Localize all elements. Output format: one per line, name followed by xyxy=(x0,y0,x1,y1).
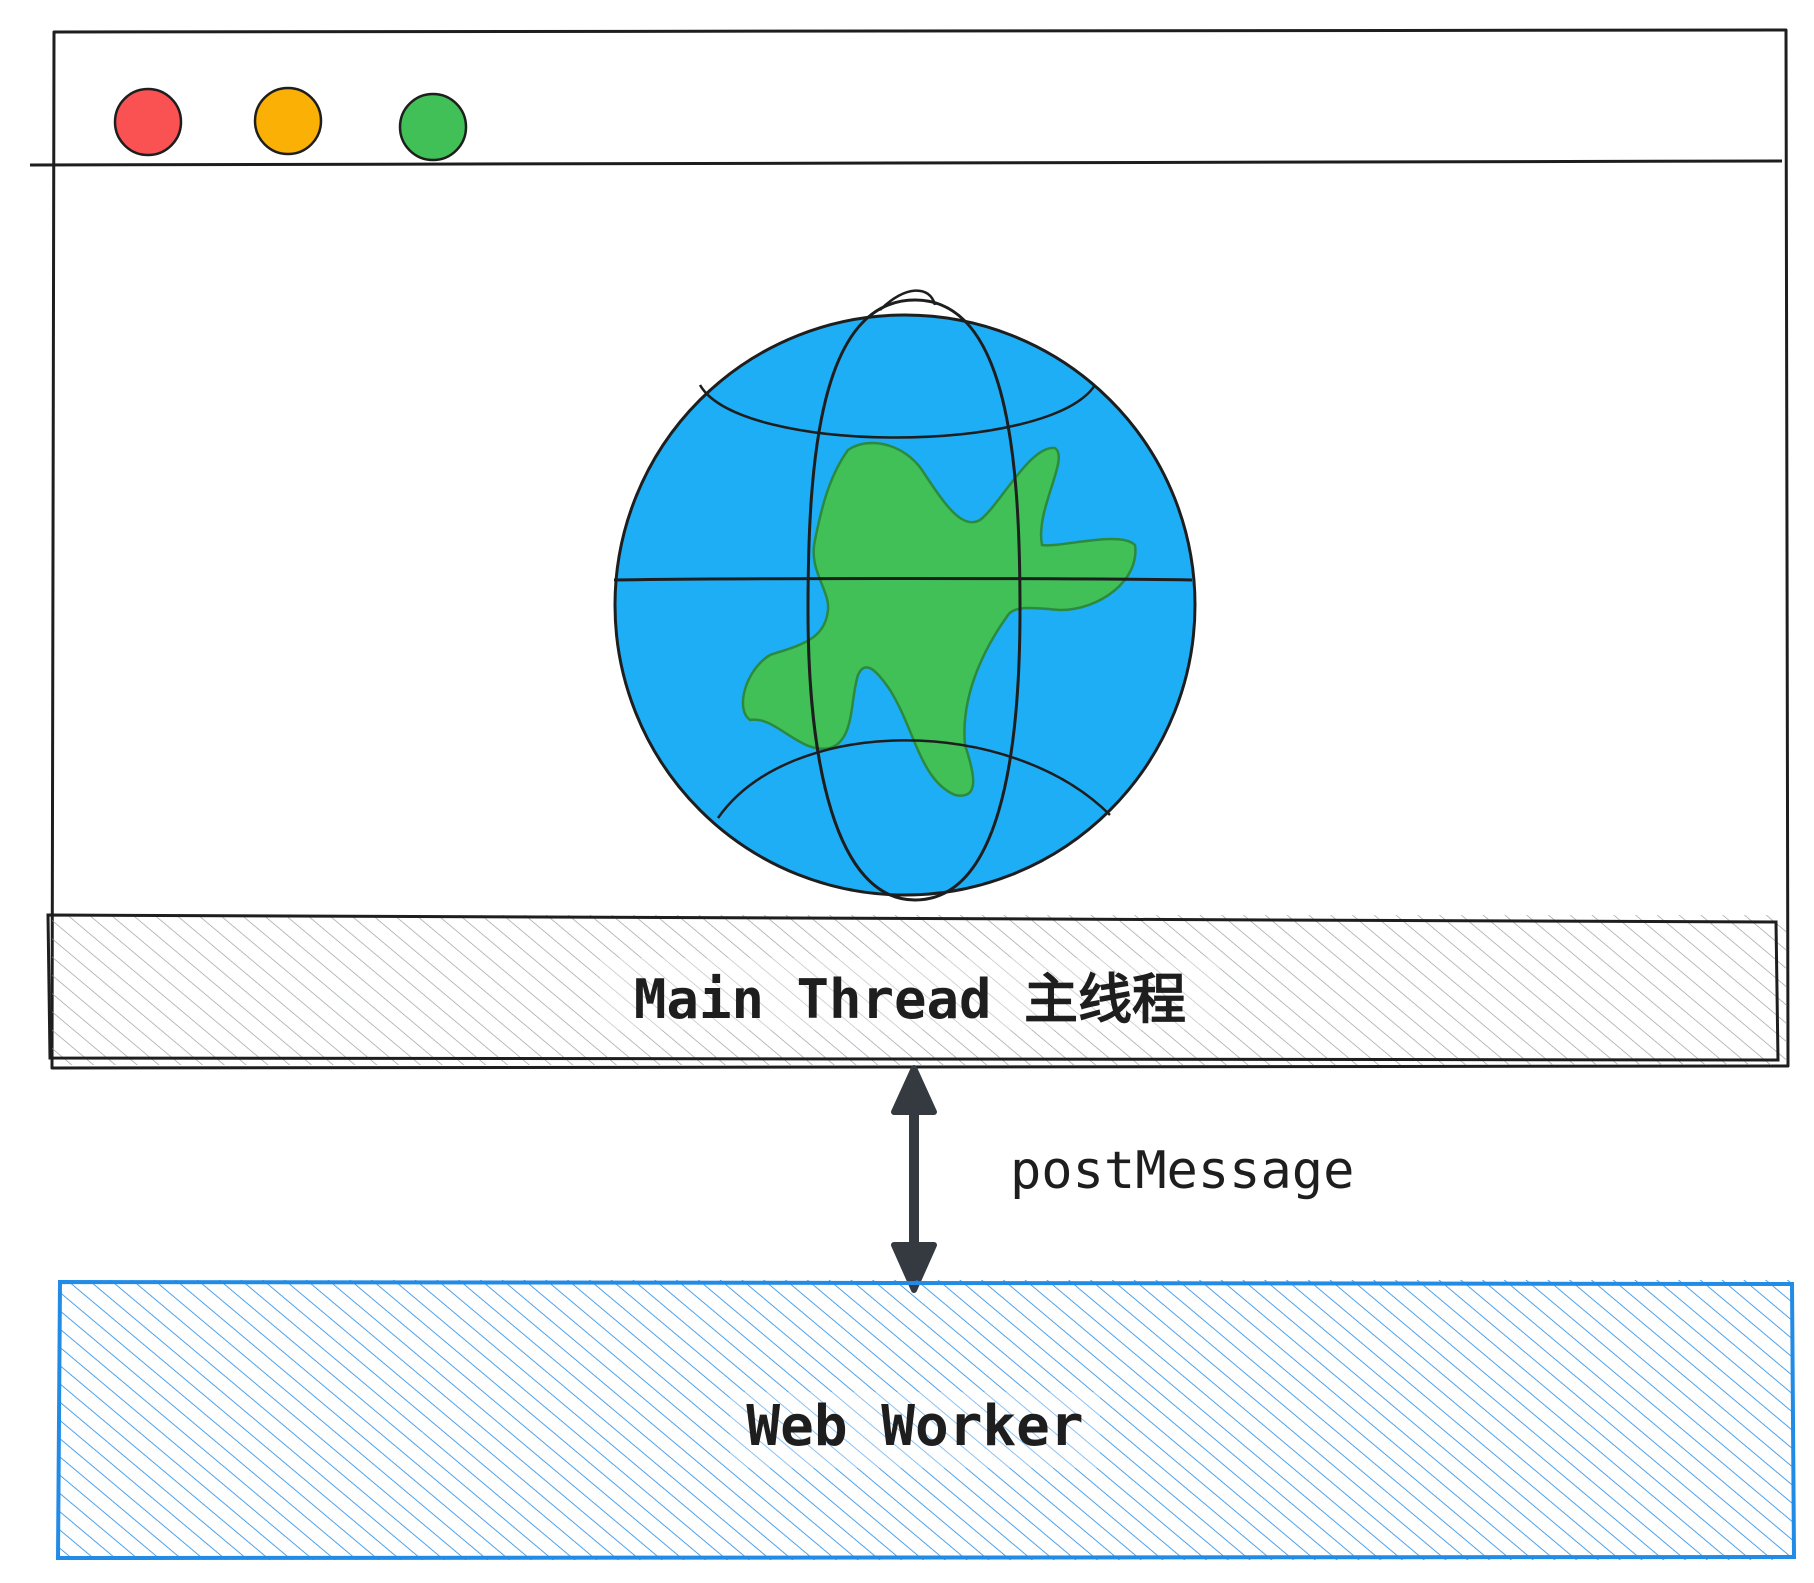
close-button[interactable] xyxy=(113,87,183,157)
arrow-head-down-icon xyxy=(891,1242,937,1293)
globe-meridian-top-arc xyxy=(879,289,937,311)
maximize-button[interactable] xyxy=(398,92,468,162)
postmessage-label: postMessage xyxy=(1010,1141,1354,1201)
title-bar-divider xyxy=(29,159,1783,167)
postmessage-arrow: postMessage xyxy=(891,1065,1354,1293)
arrow-head-up-icon xyxy=(891,1065,937,1115)
globe-equator xyxy=(613,577,1193,582)
globe-icon xyxy=(613,289,1197,902)
window-frame xyxy=(50,28,1790,1070)
main-thread-box: Main Thread 主线程 xyxy=(46,913,1786,1065)
minimize-button[interactable] xyxy=(253,86,323,156)
globe-land xyxy=(741,441,1137,797)
globe-lower-latitude xyxy=(716,739,1111,819)
main-thread-hatch xyxy=(52,915,1786,1065)
globe-upper-latitude xyxy=(698,384,1097,439)
web-worker-label: Web Worker xyxy=(746,1394,1083,1459)
main-thread-border xyxy=(46,913,1780,1062)
main-thread-label: Main Thread 主线程 xyxy=(634,968,1186,1031)
globe-meridian-ellipse xyxy=(806,298,1022,902)
web-worker-box: Web Worker xyxy=(55,1279,1797,1561)
web-worker-border xyxy=(55,1279,1797,1561)
web-worker-hatch xyxy=(58,1280,1792,1560)
browser-window xyxy=(29,28,1790,1070)
